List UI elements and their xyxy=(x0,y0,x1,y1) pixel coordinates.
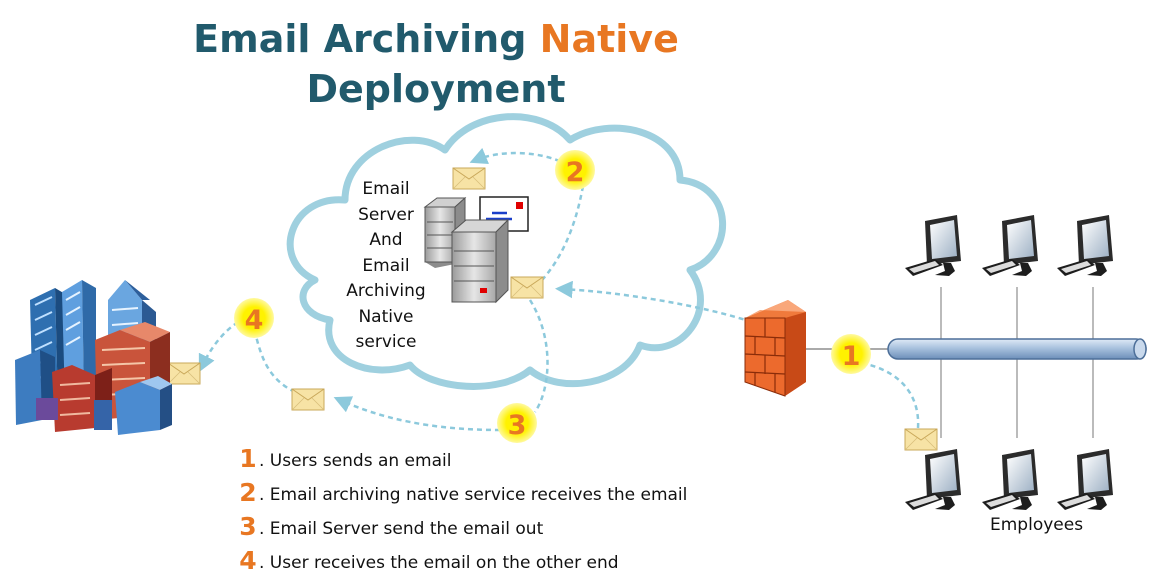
step-badge-3: 3 xyxy=(497,403,537,443)
computer-icon xyxy=(982,449,1038,510)
legend-text: . Users sends an email xyxy=(259,451,452,471)
arrow-archive-to-envelope xyxy=(541,185,585,281)
legend-text: . Email Server send the email out xyxy=(259,519,544,539)
computer-icon xyxy=(1057,449,1113,510)
svg-text:2: 2 xyxy=(566,157,585,188)
employees-label: Employees xyxy=(990,515,1084,535)
legend-item: 4. User receives the email on the other … xyxy=(237,540,687,574)
arrow-firewall-to-cloud xyxy=(555,280,753,324)
svg-text:3: 3 xyxy=(508,410,527,441)
computer-icon xyxy=(905,215,961,276)
title-accent: Native xyxy=(539,17,679,61)
legend-item: 2. Email archiving native service receiv… xyxy=(237,472,687,506)
computer-icon xyxy=(905,449,961,510)
step-badge-1: 1 xyxy=(831,334,871,374)
cloud-service-label: Email Server And Email Archiving Native … xyxy=(346,179,426,352)
page-title: Email Archiving Native Deployment xyxy=(186,14,686,114)
legend-text: . User receives the email on the other e… xyxy=(259,553,619,573)
arrow-to-internet xyxy=(333,396,501,432)
city-buildings-icon xyxy=(15,280,172,435)
email-envelope-icon xyxy=(452,167,486,190)
arrow-employee-to-firewall xyxy=(865,362,920,429)
legend-item: 1. Users sends an email xyxy=(237,438,687,472)
title-part-1: Email Archiving xyxy=(193,17,540,61)
legend-number: 3 xyxy=(239,512,257,541)
legend-text: . Email archiving native service receive… xyxy=(259,485,688,505)
network-bus-icon xyxy=(806,287,1147,438)
legend-number: 2 xyxy=(239,478,257,507)
email-server-icon xyxy=(423,196,529,304)
email-envelope-icon xyxy=(291,388,325,411)
firewall-icon xyxy=(744,300,806,397)
email-envelope-icon xyxy=(167,362,201,385)
computer-icon xyxy=(1057,215,1113,276)
computer-icon xyxy=(982,215,1038,276)
title-part-2: Deployment xyxy=(306,67,566,111)
step-badge-2: 2 xyxy=(555,150,595,190)
email-envelope-icon xyxy=(510,276,544,299)
email-envelope-icon xyxy=(904,428,938,451)
step-badge-4: 4 xyxy=(234,298,274,338)
arrow-to-buildings-lower xyxy=(254,335,296,394)
arrow-cloud-down xyxy=(528,299,549,413)
svg-text:4: 4 xyxy=(245,305,264,336)
svg-text:1: 1 xyxy=(842,341,861,372)
step-legend: 1. Users sends an email 2. Email archivi… xyxy=(237,438,687,574)
legend-number: 1 xyxy=(239,444,257,473)
legend-item: 3. Email Server send the email out xyxy=(237,506,687,540)
legend-number: 4 xyxy=(239,546,257,575)
